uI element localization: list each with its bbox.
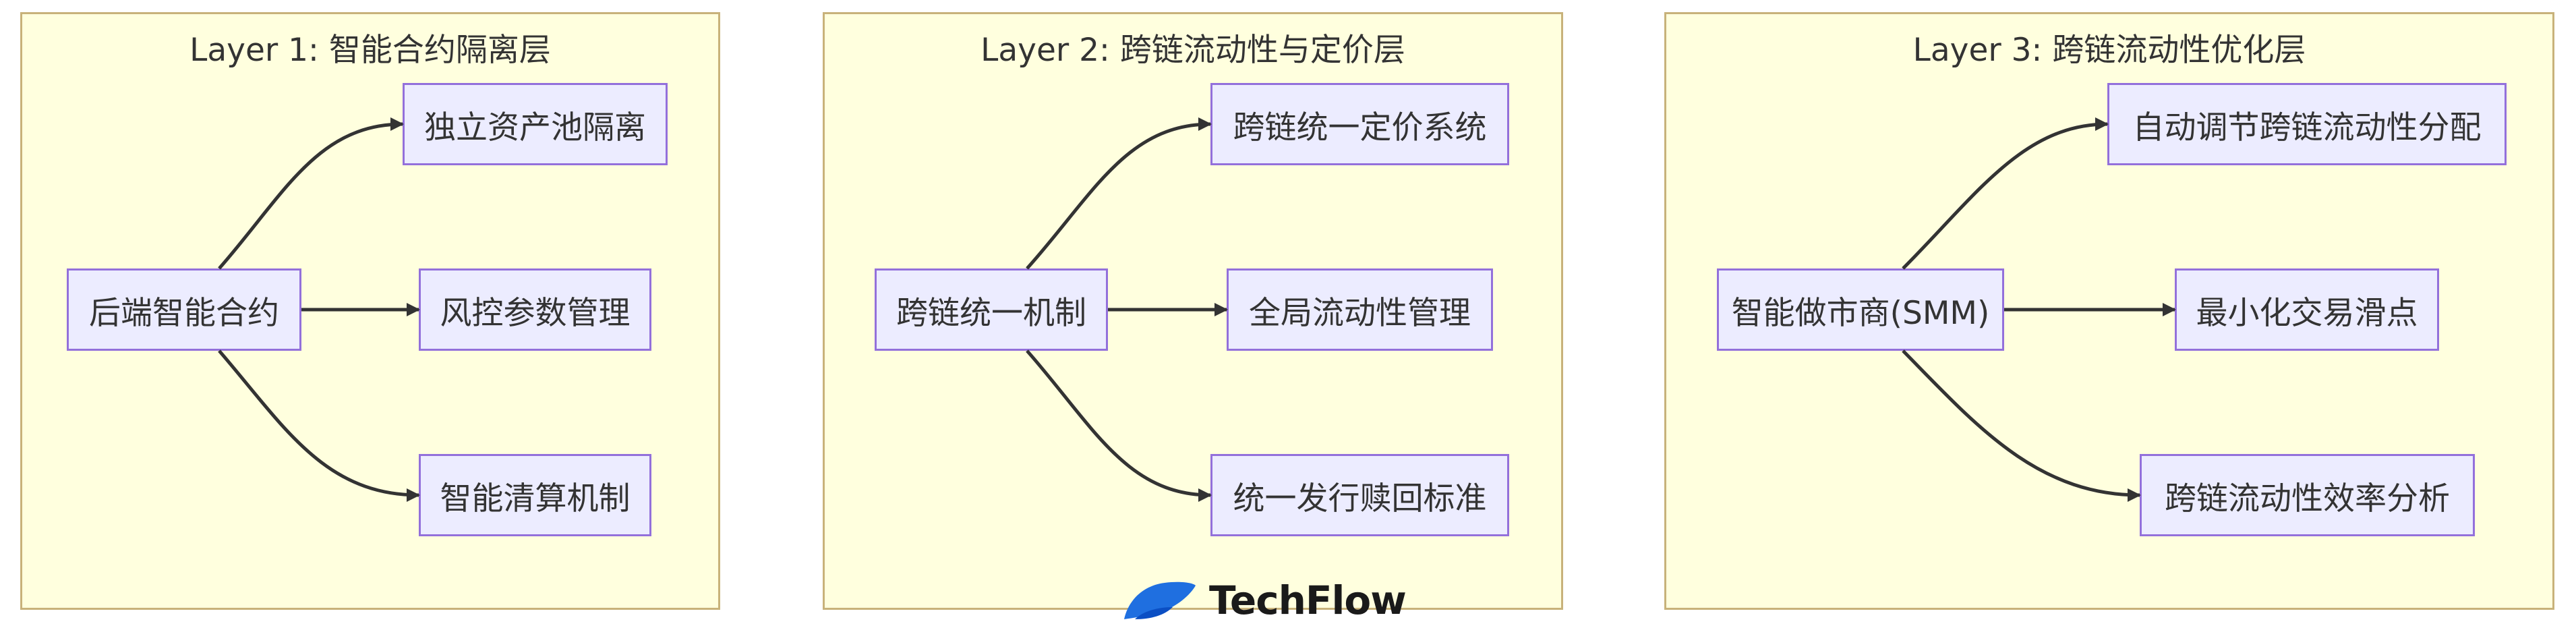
layer-2-target-node-2[interactable]: 全局流动性管理 <box>1227 268 1493 351</box>
layer-3-target-node-3[interactable]: 跨链流动性效率分析 <box>2140 454 2475 536</box>
layer-1-target-node-3[interactable]: 智能清算机制 <box>419 454 651 536</box>
layer-2-source-node[interactable]: 跨链统一机制 <box>875 268 1108 351</box>
layer-1-source-node[interactable]: 后端智能合约 <box>67 268 301 351</box>
layer-3-target-node-2[interactable]: 最小化交易滑点 <box>2175 268 2439 351</box>
layer-3-target-node-1[interactable]: 自动调节跨链流动性分配 <box>2107 83 2507 165</box>
techflow-logo-icon <box>1124 581 1196 619</box>
layer-2-target-node-1[interactable]: 跨链统一定价系统 <box>1210 83 1509 165</box>
layer-1-target-node-2[interactable]: 风控参数管理 <box>419 268 651 351</box>
layer-2-title: Layer 2: 跨链流动性与定价层 <box>980 32 1405 69</box>
layer-1-title: Layer 1: 智能合约隔离层 <box>189 32 551 69</box>
layer-3-title: Layer 3: 跨链流动性优化层 <box>1912 32 2306 69</box>
layer-1-target-node-1[interactable]: 独立资产池隔离 <box>403 83 668 165</box>
layer-3-source-node[interactable]: 智能做市商(SMM) <box>1717 268 2004 351</box>
techflow-logo: TechFlow <box>1123 577 1407 623</box>
logo-text: TechFlow <box>1209 577 1407 623</box>
layer-2-target-node-3[interactable]: 统一发行赎回标准 <box>1210 454 1509 536</box>
